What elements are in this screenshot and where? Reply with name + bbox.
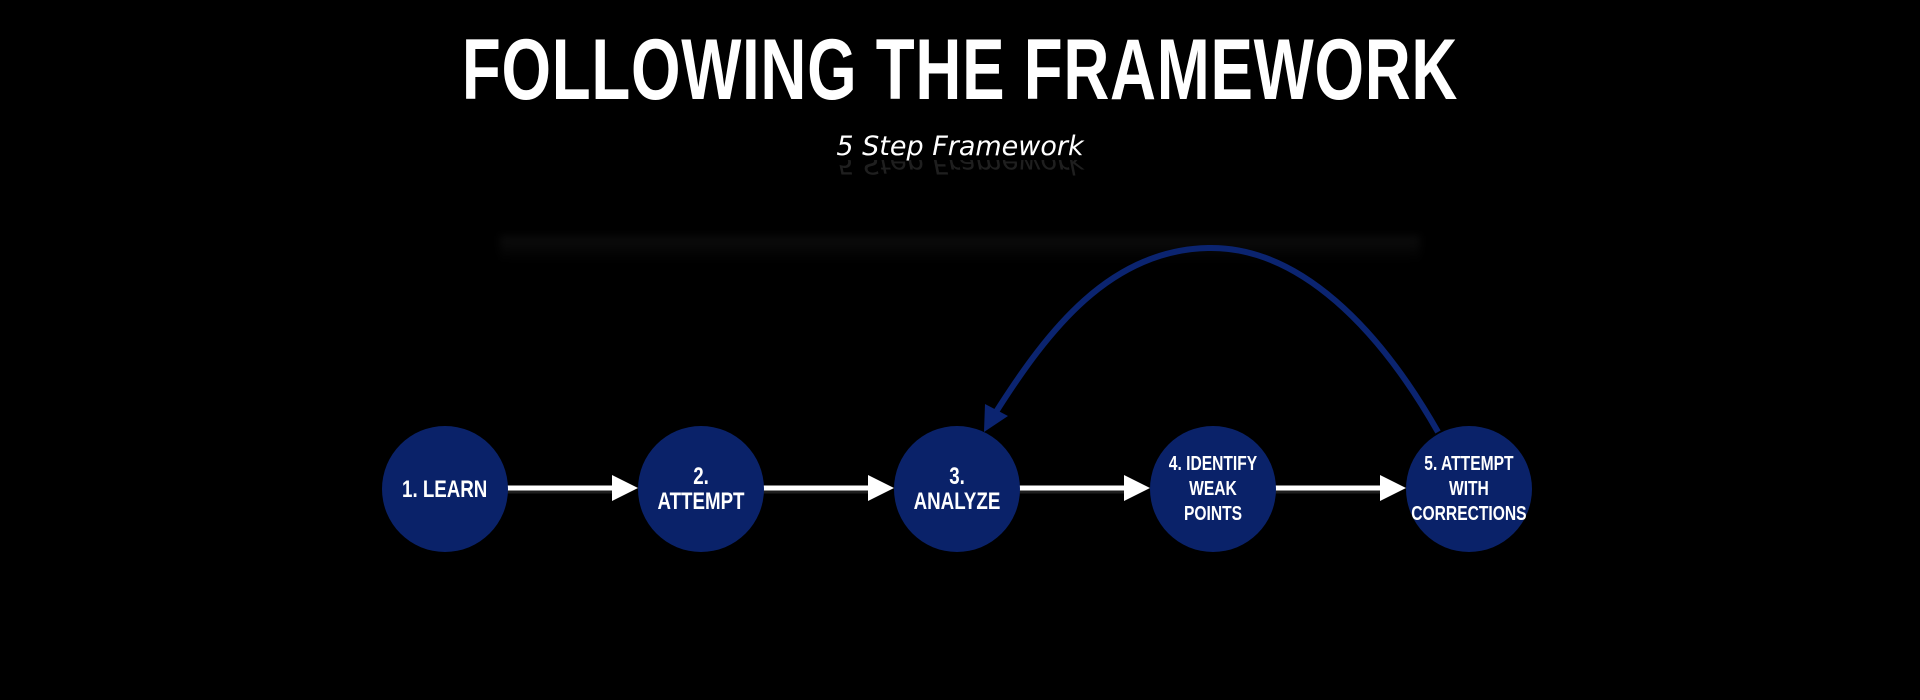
loop-arrowhead <box>984 404 1008 432</box>
step-5-circle: 5. ATTEMPT WITH CORRECTIONS <box>1406 426 1532 552</box>
step-4-circle: 4. IDENTIFY WEAK POINTS <box>1150 426 1276 552</box>
arrowhead-2-3 <box>868 475 894 501</box>
step-3-label: 3. ANALYZE <box>913 463 1001 515</box>
connector-2-3 <box>762 475 894 501</box>
step-5-label: 5. ATTEMPT WITH CORRECTIONS <box>1411 452 1527 525</box>
step-1-circle: 1. LEARN <box>382 426 508 552</box>
arrowhead-4-5 <box>1380 475 1406 501</box>
arrowhead-3-4 <box>1124 475 1150 501</box>
step-1-label: 1. LEARN <box>402 475 488 503</box>
slide-subtitle: 5 Step Framework <box>836 131 1084 162</box>
step-2-circle: 2. ATTEMPT <box>638 426 764 552</box>
connector-1-2 <box>506 475 638 501</box>
subtitle-block: 5 Step Framework 5 Step Framework <box>0 128 1920 179</box>
step-4-label: 4. IDENTIFY WEAK POINTS <box>1168 452 1258 525</box>
arrowhead-1-2 <box>612 475 638 501</box>
loop-arrow-5-3 <box>984 244 1441 434</box>
step-3-circle: 3. ANALYZE <box>894 426 1020 552</box>
slide-title: FOLLOWING THE FRAMEWORK <box>461 22 1459 118</box>
connector-4-5 <box>1274 475 1406 501</box>
connector-3-4 <box>1018 475 1150 501</box>
step-2-label: 2. ATTEMPT <box>657 463 745 515</box>
